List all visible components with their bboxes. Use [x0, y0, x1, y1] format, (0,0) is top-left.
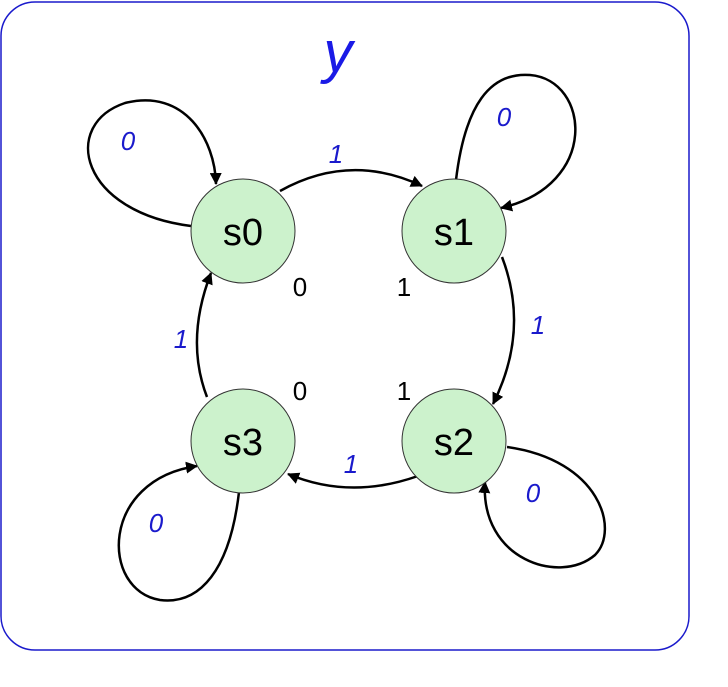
state-s3-label: s3	[223, 422, 263, 464]
edge-s1-s2	[491, 256, 516, 405]
state-s0-node	[190, 178, 296, 284]
edge-label-s2-s3: 1	[344, 449, 358, 479]
edge-s2-s2	[478, 445, 607, 569]
transitions	[86, 73, 607, 602]
diagram-frame	[0, 1, 690, 651]
state-s0-label: s0	[223, 212, 263, 254]
edge-s3-s0	[195, 272, 213, 398]
edge-label-s1-s1: 0	[497, 102, 512, 132]
state-s2-label: s2	[434, 422, 474, 464]
state-s3: s3	[190, 388, 296, 494]
edge-s2-s3	[287, 472, 419, 489]
state-s1-label: s1	[434, 212, 474, 254]
edge-s0-s0	[86, 99, 222, 228]
state-outputs: 0 1 1 0	[293, 272, 411, 406]
edge-label-s3-s0: 1	[174, 324, 188, 354]
state-s2: s2	[401, 388, 507, 494]
state-s0-output: 0	[293, 272, 307, 302]
edge-s0-s1	[279, 168, 423, 193]
edge-label-s1-s2: 1	[531, 310, 545, 340]
state-s2-output: 1	[397, 376, 411, 406]
edge-label-s0-s1: 1	[329, 139, 343, 169]
edge-label-s0-s0: 0	[121, 126, 136, 156]
state-s3-node	[190, 388, 296, 494]
states: s0 s1 s2 s3	[190, 178, 507, 494]
state-s1-output: 1	[397, 272, 411, 302]
edge-label-s3-s3: 0	[149, 508, 164, 538]
edge-s3-s3	[117, 461, 241, 602]
edge-label-s2-s2: 0	[526, 478, 541, 508]
state-s1-node	[401, 178, 507, 284]
transition-labels: 0 1 0 1 0 1 0 1	[121, 102, 545, 538]
diagram-title: y	[320, 20, 356, 85]
state-s1: s1	[401, 178, 507, 284]
state-s0: s0	[190, 178, 296, 284]
edge-s1-s1	[454, 73, 577, 212]
state-s3-output: 0	[293, 376, 307, 406]
state-s2-node	[401, 388, 507, 494]
